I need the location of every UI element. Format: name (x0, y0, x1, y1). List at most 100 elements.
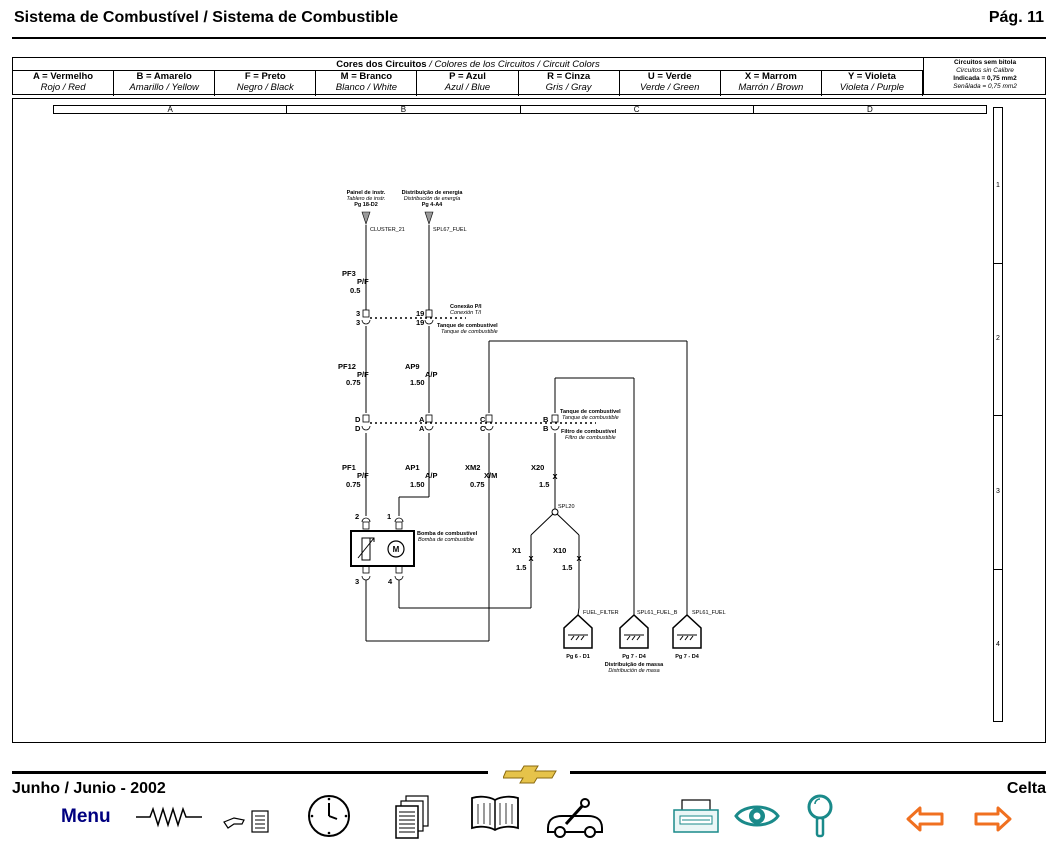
chevrolet-logo (503, 765, 557, 784)
wire-ap9-color: A/P (425, 370, 438, 379)
ground-net-2: SPL61_FUEL_B (637, 610, 678, 616)
ground-net-1: FUEL_FILTER (583, 610, 619, 616)
color-code: F = Preto (244, 71, 286, 82)
pin-label-3a: 3 (356, 309, 360, 318)
filter-pt: Filtro de combustível (561, 429, 617, 435)
resistor-icon[interactable] (136, 806, 204, 828)
pin-19-top (425, 309, 433, 318)
color-code: A = Vermelho (33, 71, 94, 82)
ground-spl61-fuel-b (619, 613, 649, 649)
splice-label: SPL20 (558, 504, 575, 510)
wire-ap9-size: 1.50 (410, 378, 425, 387)
src-right-ref: Pg 4-A4 (422, 202, 443, 208)
pin-label-ab: A (419, 424, 425, 433)
svg-text:X: X (576, 554, 581, 563)
color-code: B = Amarelo (136, 71, 192, 82)
color-names: Gris / Gray (545, 82, 592, 93)
ground-ref-2: Pg 7 - D4 (622, 654, 646, 660)
color-names: Marrón / Brown (738, 82, 804, 93)
footer-date: Junho / Junio - 2002 (12, 780, 166, 797)
pin-d-bot (361, 425, 371, 431)
pump-pin-1-top (394, 517, 404, 523)
pin-a-top (425, 414, 433, 423)
color-names: Violeta / Purple (839, 82, 905, 93)
book-icon[interactable] (470, 794, 520, 834)
pin-a-bot (424, 425, 434, 431)
pump-pt: Bomba de combustível (417, 531, 478, 537)
page-number: Pág. 11 (988, 9, 1044, 26)
pin-c-bot (484, 425, 494, 431)
wire-pf1-name: PF1 (342, 463, 356, 472)
magnifier-icon[interactable] (806, 794, 836, 840)
ground-symbols (563, 613, 702, 649)
svg-text:X: X (552, 472, 557, 481)
pin-label-ca: C (480, 415, 486, 424)
pump-pin-label-3: 3 (355, 577, 359, 586)
pump-pin-3-bot (361, 575, 371, 581)
printer-icon[interactable] (672, 798, 720, 836)
pin-label-aa: A (419, 415, 425, 424)
src-right-es: Distribución de energía (404, 196, 461, 202)
ground-net-3: SPL61_FUEL (692, 610, 726, 616)
src-left-ref: Pg 18-D2 (354, 202, 378, 208)
pump-pin-label-1: 1 (387, 512, 391, 521)
column-grid: A B C D (53, 105, 987, 114)
pin-label-da: D (355, 415, 361, 424)
pin-3-bot (361, 319, 371, 325)
back-arrow-icon[interactable] (906, 806, 944, 832)
net-cluster: CLUSTER_21 (370, 227, 405, 233)
color-code: M = Branco (340, 71, 393, 82)
wire-x20-size: 1.5 (539, 480, 549, 489)
documents-icon[interactable] (394, 794, 432, 840)
grid-col-b: B (287, 106, 521, 114)
ground-ref-3: Pg 7 - D4 (675, 654, 699, 660)
eye-icon[interactable] (734, 800, 780, 832)
pump-es: Bomba de combustible (418, 537, 474, 543)
ground-label-pt: Distribuição de massa (605, 662, 664, 668)
wire-pf12-size: 0.75 (346, 378, 361, 387)
index-icon[interactable] (222, 808, 272, 834)
footer-model: Celta (1006, 780, 1046, 797)
tank2-es: Tanque de combustible (562, 415, 619, 421)
src-right-pt: Distribuição de energia (402, 190, 464, 196)
fuel-level-sensor-symbol (357, 537, 375, 561)
header-divider (12, 37, 1046, 39)
ground-label-es: Distribución de masa (608, 668, 659, 674)
pin-label-19b: 19 (416, 318, 424, 327)
src-left-es: Tablero de instr. (346, 196, 385, 202)
pin-label-3b: 3 (356, 318, 360, 327)
wire-x20-name: X20 (531, 463, 544, 472)
diagram-frame (12, 98, 1046, 743)
wire-ap9-name: AP9 (405, 362, 420, 371)
clock-icon[interactable] (306, 794, 352, 838)
forward-arrow-icon[interactable] (974, 806, 1012, 832)
footer-divider-right (570, 771, 1046, 774)
tank1-pt: Tanque de combustível (437, 323, 498, 329)
pin-c-top (485, 414, 493, 423)
color-code: Y = Violeta (847, 71, 896, 82)
menu-link[interactable]: Menu (61, 806, 111, 827)
tools-icon[interactable] (544, 798, 606, 838)
source-triangle-right (424, 211, 434, 225)
wire-pf12-color: P/F (357, 370, 369, 379)
conn-pi-pt: Conexão P/I (450, 304, 482, 310)
wire-pf12-name: PF12 (338, 362, 356, 371)
color-code: P = Azul (449, 71, 486, 82)
grid-row-1: 1 (994, 108, 1002, 264)
color-names: Azul / Blue (444, 82, 491, 93)
pin-d-top (362, 414, 370, 423)
color-names: Negro / Black (236, 82, 294, 93)
source-triangle-left (361, 211, 371, 225)
pump-pin-2 (362, 521, 370, 530)
pin-label-cb: C (480, 424, 486, 433)
wire-pf1-size: 0.75 (346, 480, 361, 489)
page-title: Sistema de Combustível / Sistema de Comb… (14, 9, 399, 26)
grid-col-c: C (521, 106, 754, 114)
wire-ap1-size: 1.50 (410, 480, 425, 489)
gauge-note: Circuitos sem bitola Circuitos sin Calib… (923, 58, 1046, 94)
src-left-pt: Painel de instr. (347, 190, 386, 196)
